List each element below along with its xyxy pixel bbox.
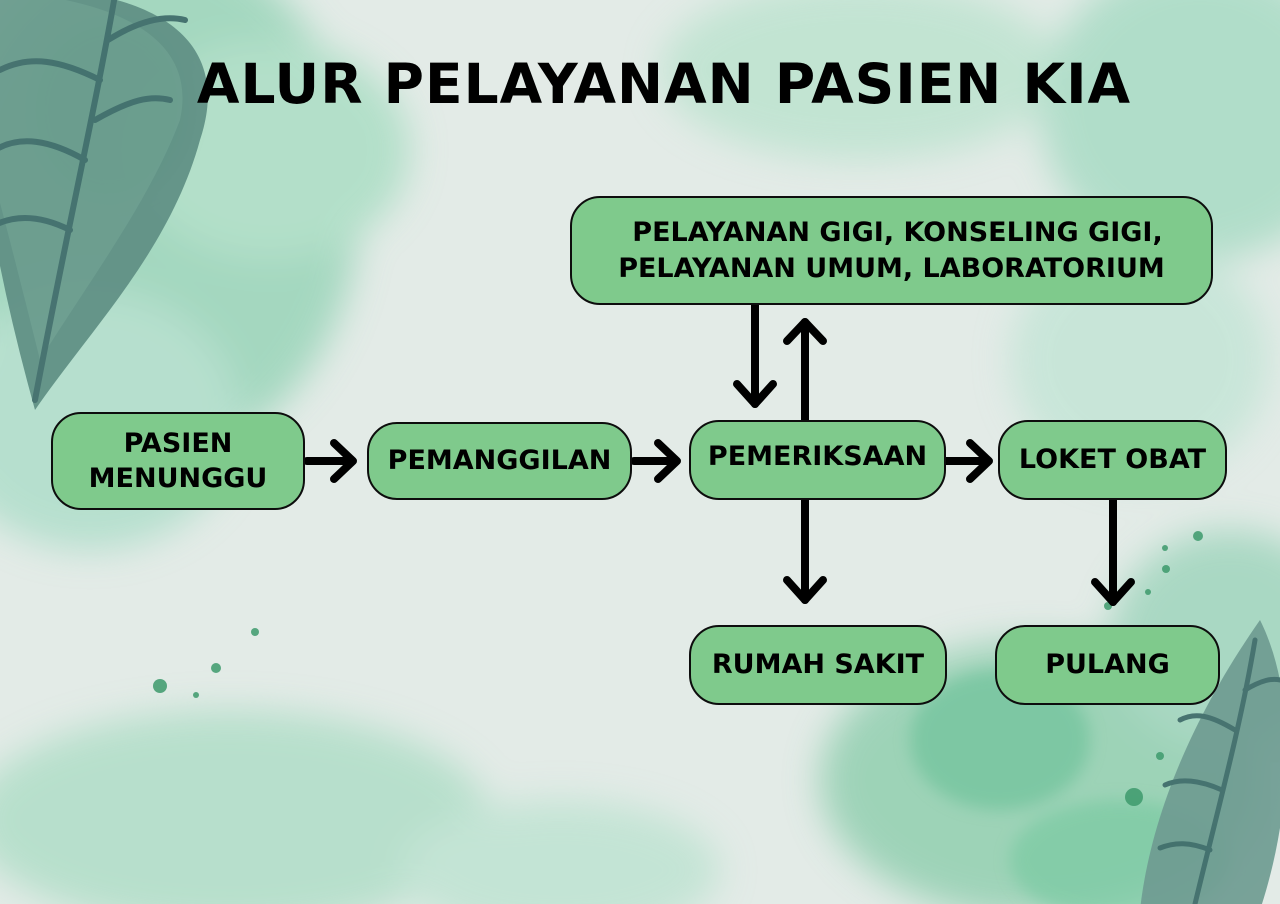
arrow-pemeriksaan-to-rumah-sakit [783, 496, 827, 604]
arrow-pelayanan-to-pemeriksaan [733, 301, 777, 408]
page-title: ALUR PELAYANAN PASIEN KIA [196, 52, 1132, 116]
node-loket-obat-label: LOKET OBAT [1018, 444, 1207, 476]
node-pasien-menunggu-line2: MENUNGGU [88, 463, 268, 494]
node-pemanggilan-label: PEMANGGILAN [387, 445, 612, 477]
arrow-pemeriksaan-to-loket-obat [942, 439, 993, 483]
node-pemanggilan: PEMANGGILAN [367, 422, 632, 500]
node-pasien-menunggu-line1: PASIEN [123, 427, 233, 459]
arrow-pemeriksaan-to-pelayanan [783, 318, 827, 424]
node-pemeriksaan-label: PEMERIKSAAN [707, 441, 928, 473]
node-rumah-sakit-label: RUMAH SAKIT [711, 649, 925, 681]
node-loket-obat: LOKET OBAT [998, 420, 1227, 500]
node-pulang-label: PULANG [1045, 649, 1170, 681]
node-pelayanan-line2: PELAYANAN UMUM, LABORATORIUM [618, 252, 1165, 284]
arrow-loket-obat-to-pulang [1091, 496, 1135, 606]
node-pelayanan: PELAYANAN GIGI, KONSELING GIGI, PELAYANA… [570, 196, 1213, 305]
node-rumah-sakit: RUMAH SAKIT [689, 625, 947, 705]
arrow-pemanggilan-to-pemeriksaan [630, 439, 681, 483]
node-pasien-menunggu: PASIEN MENUNGGU [51, 412, 305, 510]
node-pemeriksaan: PEMERIKSAAN [689, 420, 946, 500]
node-pulang: PULANG [995, 625, 1220, 705]
arrow-menunggu-to-pemanggilan [303, 439, 357, 483]
node-pelayanan-line1: PELAYANAN GIGI, KONSELING GIGI, [632, 217, 1163, 249]
